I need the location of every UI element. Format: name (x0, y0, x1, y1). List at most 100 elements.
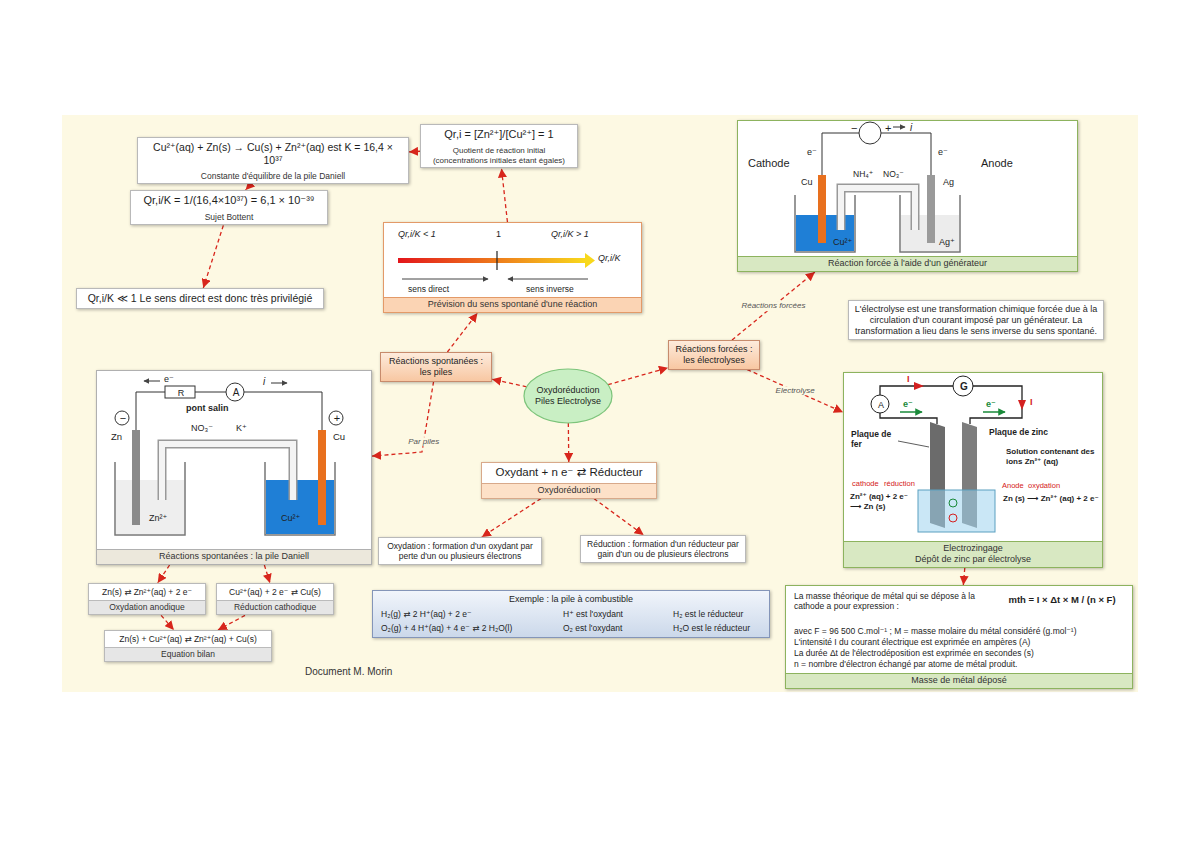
definition-box: Oxydant + n e⁻ ⇄ RéducteurOxydoréduction (481, 462, 657, 499)
definition-box: Oxydation : formation d'un oxydant par p… (378, 537, 542, 565)
beaker (900, 195, 960, 252)
wire (195, 392, 226, 393)
figure-label: A (878, 400, 884, 411)
figure-label: Plaque de fer (851, 429, 897, 449)
calculation-box: Qr,i/K = 1/(16,4×10³⁷) = 6,1 × 10⁻³⁹ Suje… (130, 190, 328, 225)
caption-text: Oxydation anodique (93, 602, 201, 612)
caption-text: Oxydoréduction (486, 485, 652, 496)
page-ground (62, 115, 1138, 692)
node-body: Réactions forcées : les électrolyses (669, 341, 759, 369)
pile-daniell (96, 370, 372, 565)
figure-label: 1 (496, 229, 501, 240)
pole-symbol (329, 411, 343, 425)
figure-label: e⁻ (938, 147, 948, 158)
figure-label: i (910, 122, 912, 134)
dashed-arrow (409, 151, 420, 153)
dashed-arrow (963, 568, 964, 585)
node-text: Réduction : formation d'un réducteur par… (586, 539, 740, 559)
node-body: Qr,i = [Zn²⁺]/[Cu²⁺] = 1 (421, 125, 577, 144)
figure-label: NO₃⁻ (191, 423, 213, 434)
figure-label: + (334, 412, 340, 425)
figure-label: Cathode (748, 157, 790, 170)
dashed-arrow (264, 565, 270, 583)
node-text: Qr,i/K = 1/(16,4×10³⁷) = 6,1 × 10⁻³⁹ (136, 194, 322, 207)
dashed-arrow (568, 423, 570, 462)
node-body: Zn(s) ⇄ Zn²⁺(aq) + 2 e⁻ (89, 584, 205, 600)
electrozingage-figure: IIAGe⁻e⁻Plaque de ferPlaque de zincSolut… (843, 372, 1103, 568)
edge-label: Réactions forcées (739, 301, 807, 311)
caption-text: Réduction cathodique (221, 602, 329, 612)
node-body: Oxydoréduction Piles Electrolyse (523, 368, 613, 424)
node-body: CathodeAnodee⁻e⁻i−+CuNH₄⁺NO₃⁻AgCu²⁺Ag⁺ (738, 121, 1077, 271)
topic-box: Réactions forcées : les électrolyses (668, 340, 760, 370)
caption-band: Sujet Bottent (131, 210, 327, 224)
figure-label: Qr,i/K (598, 253, 621, 264)
ellipse-shape (524, 369, 612, 423)
figure-label: NH₄⁺ (853, 169, 873, 179)
figure-label: Cu (333, 431, 345, 442)
figure-label: Zn (s) ⟶ Zn²⁺ (aq) + 2 e⁻ (1003, 494, 1099, 504)
caption-text: Constante d'équilibre de la pile Daniell (142, 171, 404, 181)
caption-band: Réactions spontanées : la pile Daniell (97, 549, 371, 564)
node-text: Réactions forcées : les électrolyses (674, 344, 754, 366)
direction-arrow (402, 279, 488, 280)
figure-label: − (851, 122, 857, 135)
node-text: Zn(s) ⇄ Zn²⁺(aq) + 2 e⁻ (94, 587, 200, 597)
dashed-arrow (747, 370, 843, 413)
figure-label: NO₃⁻ (883, 169, 904, 179)
figure-label: Qr,i/K < 1 (398, 229, 436, 240)
caption-band: Oxydoréduction (482, 483, 656, 498)
caption-band: Réaction forcée à l'aide d'un générateur (738, 256, 1077, 271)
dashed-arrow (608, 368, 668, 385)
node-body: Zn(s) + Cu²⁺(aq) ⇄ Zn²⁺(aq) + Cu(s) (105, 631, 271, 647)
figure-label: e⁻ (986, 399, 996, 410)
silver-electrode (927, 175, 935, 243)
dashed-arrow (732, 272, 815, 340)
figure-label: réduction (884, 479, 915, 488)
node-body: IIAGe⁻e⁻Plaque de ferPlaque de zincSolut… (844, 373, 1102, 567)
figure-label: H₂ est le réducteur (673, 609, 743, 619)
definition-box: Réduction : formation d'un réducteur par… (580, 535, 746, 563)
caption-band: Masse de métal déposé (786, 673, 1132, 688)
ion-symbol (949, 514, 957, 522)
node-body: Réactions spontanées : les piles (381, 353, 491, 381)
scale-figure: Qr,i/K < 11Qr,i/K > 1Qr,i/Ksens directse… (383, 222, 642, 313)
node-text: Qr,i = [Zn²⁺]/[Cu²⁺] = 1 (426, 128, 572, 141)
caption-text: Electrozingage (848, 543, 1098, 554)
figure-label: Plaque de zinc (989, 427, 1048, 437)
dashed-arrow (161, 615, 174, 630)
figure-label: K⁺ (236, 423, 247, 434)
figure-label: Qr,i/K > 1 (551, 229, 589, 240)
salt-bridge-inner (841, 188, 915, 230)
figure-label: Solution contenant des ions Zn²⁺ (aq) (1006, 447, 1098, 466)
node-text: Oxydoréduction Piles Electrolyse (533, 385, 603, 407)
node-body: Qr,i/K ≪ 1 Le sens direct est donc très … (77, 289, 323, 308)
node-text: L'électrolyse est une transformation chi… (854, 304, 1098, 336)
beaker (115, 462, 185, 535)
conclusion-box: Qr,i/K ≪ 1 Le sens direct est donc très … (76, 288, 324, 309)
wire (244, 392, 322, 430)
wire (880, 413, 937, 424)
current-arrow (893, 127, 905, 128)
figure-label: Cu (801, 177, 813, 188)
topic-box: Réactions spontanées : les piles (380, 352, 492, 382)
figure-label: + (885, 122, 891, 135)
sens-scale (383, 222, 642, 313)
caption-text: Equation bilan (109, 649, 267, 659)
equation-box: Cu²⁺(aq) + Zn(s) → Cu(s) + Zn²⁺(aq) est … (137, 137, 409, 184)
node-body: L'électrolyse est une transformation chi… (849, 301, 1103, 339)
figure-panel (737, 120, 1078, 272)
node-body: Cu²⁺(aq) + Zn(s) → Cu(s) + Zn²⁺(aq) est … (138, 138, 408, 169)
electrozingage-cell (843, 372, 1103, 568)
quotient-box: Qr,i = [Zn²⁺]/[Cu²⁺] = 1Quotient de réac… (420, 124, 578, 168)
pole-symbol (115, 411, 129, 425)
wire (822, 133, 859, 175)
caption-band: ElectrozingageDépôt de zinc par électrol… (844, 541, 1102, 567)
figure-label: sens inverse (526, 284, 574, 294)
figure-label: n = nombre d'électron échangé par atome … (794, 659, 1017, 669)
equation-box: Zn(s) + Cu²⁺(aq) ⇄ Zn²⁺(aq) + Cu(s) Equat… (104, 630, 272, 662)
caption-text: Masse de métal déposé (790, 675, 1128, 686)
figure-label: cathode (852, 479, 879, 488)
wire (881, 133, 931, 175)
edge-label: Par piles (406, 437, 441, 447)
